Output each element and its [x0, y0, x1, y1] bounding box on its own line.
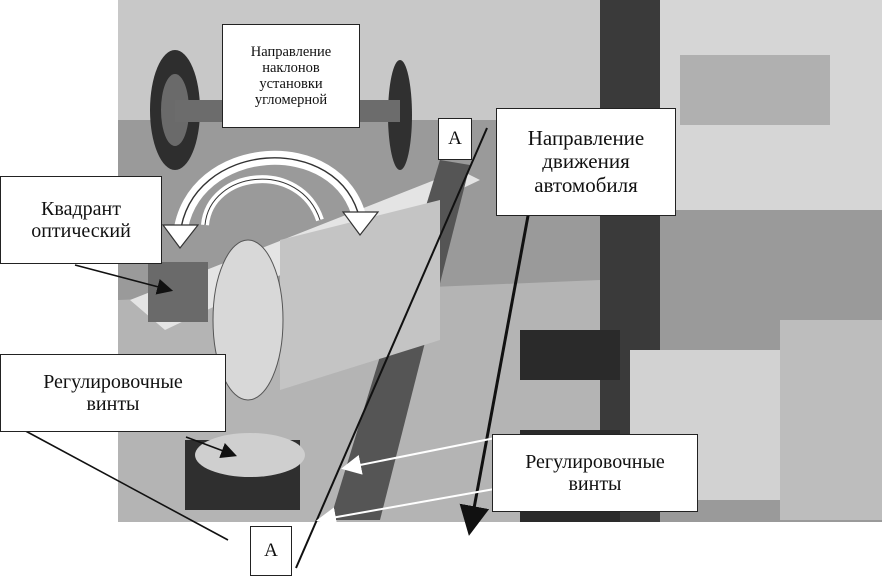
tilt-direction-label: Направление наклонов установки угломерно…	[222, 24, 360, 128]
section-mark-bottom: A	[250, 526, 292, 576]
section-mark-top: A	[438, 118, 472, 160]
screws-left-label: Регулировочные винты	[0, 354, 226, 432]
screws-right-label: Регулировочные винты	[492, 434, 698, 512]
quadrant-label: Квадрант оптический	[0, 176, 162, 264]
vehicle-direction-label: Направление движения автомобиля	[496, 108, 676, 216]
